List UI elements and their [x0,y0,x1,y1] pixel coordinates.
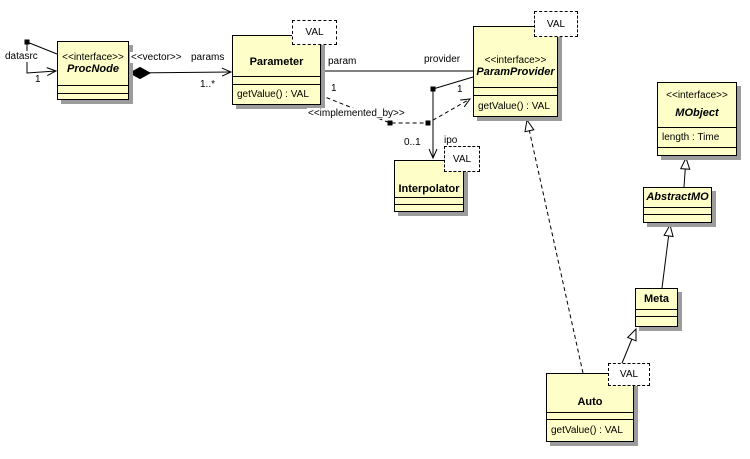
composition-diamond-icon [128,66,152,80]
operation: getValue() : VAL [478,100,550,112]
waypoint-dot[interactable] [24,39,30,45]
label-implemented-by-stereotype: <<implemented_by>> [307,108,406,119]
waypoint-dot[interactable] [430,86,436,92]
attributes-compartment [644,207,711,214]
class-name: Auto [577,395,603,408]
stereotype: <<interface>> [666,90,728,101]
class-name: AbstractMO [646,191,709,203]
class-box-meta[interactable]: Meta [635,288,678,327]
template-param-box-auto[interactable]: VAL [608,363,650,386]
label-implemented-by-multiplicity-provider: 1 [456,84,464,95]
label-params-multiplicity: 1..* [199,79,217,90]
label-ipo-multiplicity: 0..1 [403,137,422,148]
template-param-box-interpolator[interactable]: VAL [444,146,480,172]
class-box-procnode[interactable]: <<interface>> ProcNode [57,41,129,100]
operations-compartment [658,147,736,155]
attributes-compartment [547,412,633,419]
attributes-compartment [58,85,128,93]
edge-abstractmo-generalization-mobject[interactable] [679,156,691,188]
edge-auto-realizes-paramprovider[interactable] [524,118,584,374]
class-name: Interpolator [398,182,460,195]
label-param-role: param [327,56,358,67]
class-name: MObject [675,107,719,119]
label-implemented-by-multiplicity-parameter: 1 [330,83,338,94]
attributes-compartment [636,309,677,316]
class-box-abstractmo[interactable]: AbstractMO [643,187,712,223]
class-box-parameter[interactable]: Parameter getValue() : VAL [232,35,321,105]
operation: getValue() : VAL [551,425,623,436]
label-vector-stereotype: <<vector>> [130,52,183,63]
waypoint-dot[interactable] [425,120,431,126]
template-param-box-parameter[interactable]: VAL [292,20,337,45]
operations-compartment [395,204,463,211]
operations-compartment: getValue() : VAL [474,95,557,116]
template-param-box-paramprovider[interactable]: VAL [534,11,578,37]
stereotype: <<interface>> [62,51,124,63]
waypoint-dot[interactable] [387,120,393,126]
class-box-mobject[interactable]: <<interface>> MObject length : Time [657,82,737,156]
attributes-compartment [233,76,320,84]
operations-compartment [58,93,128,99]
operations-compartment [636,316,677,326]
attributes-compartment [395,197,463,204]
stereotype: <<interface>> [484,55,547,66]
label-provider-role: provider [423,54,462,65]
attributes-compartment: length : Time [658,127,736,147]
class-name: Meta [643,292,670,305]
label-params-role: params [190,52,226,63]
class-name: ProcNode [67,62,119,75]
label-ipo-role: ipo [443,135,459,146]
operation: getValue() : VAL [237,89,309,100]
class-name: Parameter [249,55,304,68]
label-datasrc-multiplicity: 1 [34,74,42,85]
class-name: ParamProvider [476,66,555,78]
label-datasrc-role: datasrc [4,51,39,62]
operations-compartment [644,214,711,222]
attributes-compartment [474,87,557,95]
class-box-paramprovider[interactable]: <<interface>> ParamProvider getValue() :… [473,26,558,117]
operations-compartment: getValue() : VAL [547,419,633,441]
attribute: length : Time [662,132,720,143]
edge-meta-generalization-abstractmo[interactable] [661,223,674,289]
operations-compartment: getValue() : VAL [233,84,320,104]
